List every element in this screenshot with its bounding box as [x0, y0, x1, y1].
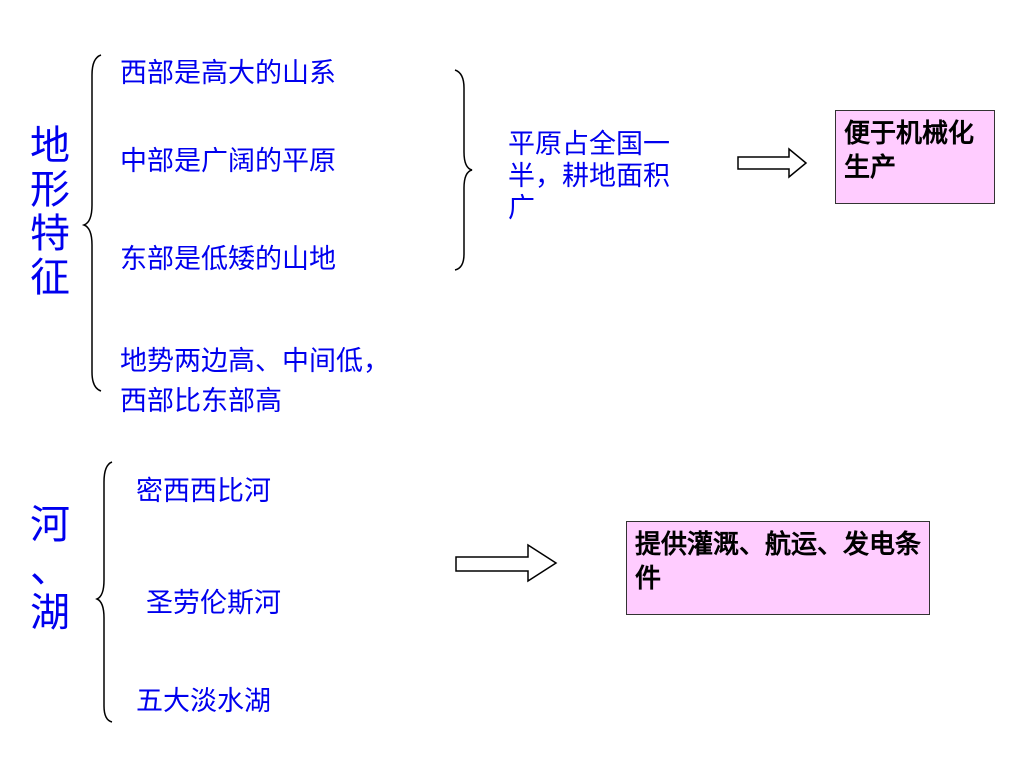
terrain-item-west-mountains: 西部是高大的山系	[120, 58, 336, 89]
terrain-item-central-plain: 中部是广阔的平原	[120, 146, 336, 177]
rivers-result-box: 提供灌溉、航运、发电条件	[626, 521, 930, 615]
rivers-arrow	[455, 543, 558, 583]
terrain-item-elevation-line1: 地势两边高、中间低，	[120, 346, 390, 377]
terrain-topic: 地 形 特 征	[26, 124, 74, 300]
terrain-topic-char: 形	[30, 167, 70, 213]
rivers-topic-char: 河	[30, 502, 70, 548]
plain-note-line: 半，耕地面积	[508, 161, 670, 192]
rivers-topic-char: 湖	[30, 590, 70, 636]
terrain-topic-char: 特	[30, 211, 70, 257]
terrain-item-east-hills: 东部是低矮的山地	[120, 244, 336, 275]
terrain-left-brace	[81, 54, 102, 392]
plain-note-line: 广	[508, 193, 535, 224]
plain-note-line: 平原占全国一	[508, 129, 670, 160]
terrain-right-brace	[454, 69, 473, 271]
terrain-arrow	[737, 147, 808, 179]
rivers-item-mississippi: 密西西比河	[136, 476, 271, 507]
rivers-left-brace	[95, 461, 113, 723]
terrain-result-box: 便于机械化生产	[835, 110, 995, 204]
rivers-topic: 河 、 湖	[26, 503, 74, 635]
terrain-topic-char: 征	[30, 255, 70, 301]
terrain-item-elevation-line2: 西部比东部高	[120, 386, 282, 417]
rivers-topic-char: 、	[30, 546, 70, 592]
rivers-item-great-lakes: 五大淡水湖	[136, 686, 271, 717]
rivers-item-st-lawrence: 圣劳伦斯河	[146, 588, 281, 619]
terrain-topic-char: 地	[30, 123, 70, 169]
plain-note: 平原占全国一 半，耕地面积 广	[508, 129, 670, 225]
